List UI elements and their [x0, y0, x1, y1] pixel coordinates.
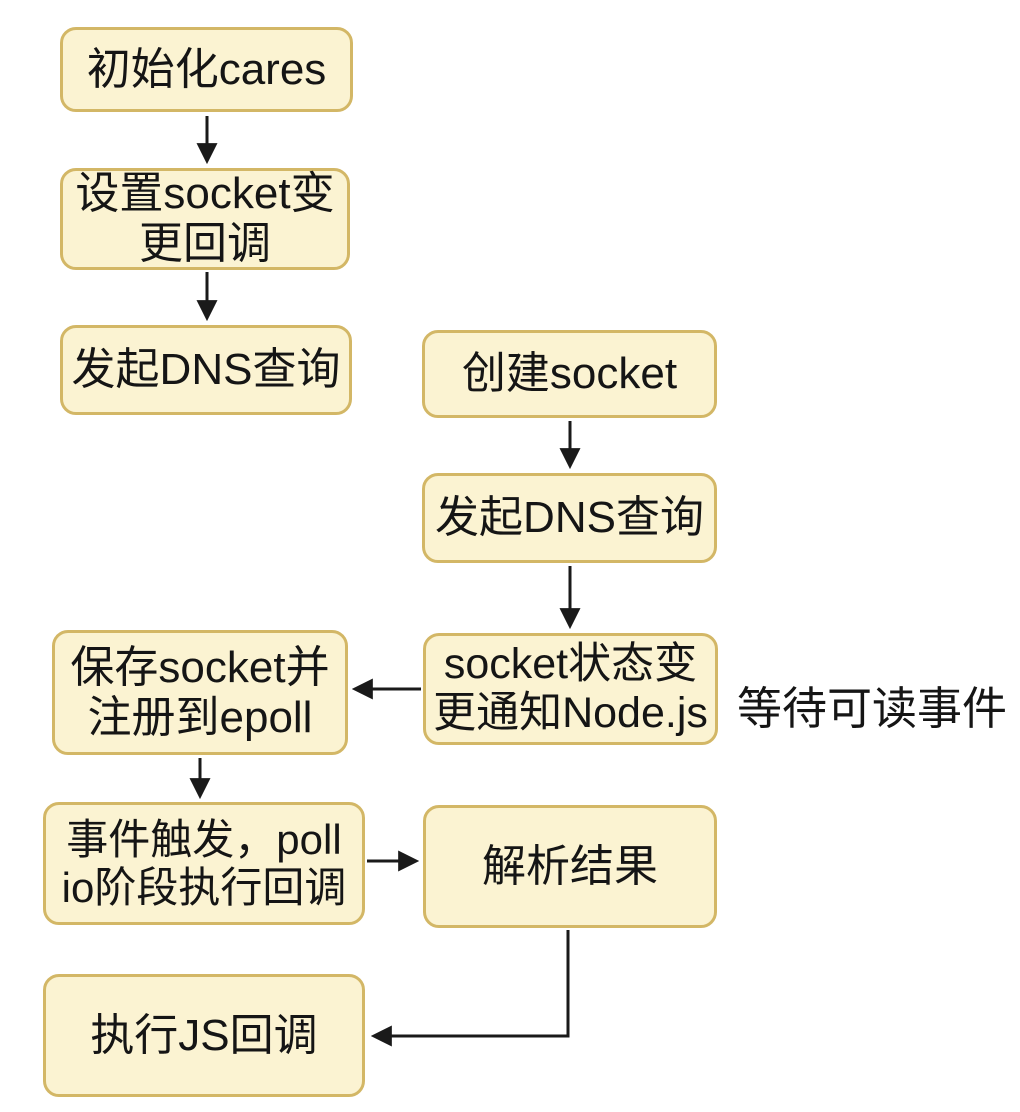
- node-label: socket状态变 更通知Node.js: [433, 640, 708, 737]
- node-label: 创建socket: [461, 349, 678, 399]
- wait-readable-label: 等待可读事件: [737, 683, 1008, 734]
- node-exec-js-callback: 执行JS回调: [43, 974, 365, 1097]
- node-label: 发起DNS查询: [435, 493, 704, 543]
- node-label: 设置socket变 更回调: [75, 169, 335, 268]
- node-event-trigger-poll: 事件触发，poll io阶段执行回调: [43, 802, 365, 925]
- node-label: 事件触发，poll io阶段执行回调: [61, 816, 347, 911]
- node-dns-query-left: 发起DNS查询: [60, 325, 352, 415]
- node-label: 初始化cares: [86, 44, 327, 94]
- node-set-socket-callback: 设置socket变 更回调: [60, 168, 350, 270]
- arrow-parse-to-execjs: [370, 930, 570, 1047]
- node-label: 执行JS回调: [90, 1010, 318, 1060]
- node-create-socket: 创建socket: [422, 330, 717, 418]
- node-dns-query-middle: 发起DNS查询: [422, 473, 717, 563]
- node-socket-state-change: socket状态变 更通知Node.js: [423, 633, 718, 745]
- node-save-socket-epoll: 保存socket并 注册到epoll: [52, 630, 348, 755]
- node-label: 解析结果: [482, 841, 658, 891]
- node-init-cares: 初始化cares: [60, 27, 353, 112]
- node-parse-result: 解析结果: [423, 805, 717, 928]
- node-label: 保存socket并 注册到epoll: [70, 642, 330, 742]
- node-label: 发起DNS查询: [71, 345, 341, 395]
